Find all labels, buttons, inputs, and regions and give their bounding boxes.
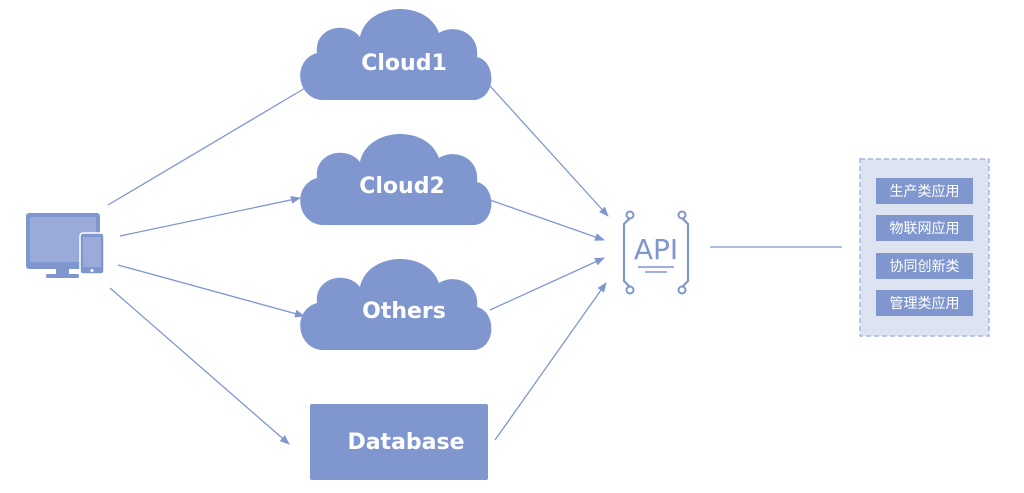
app-item-label: 管理类应用 <box>890 295 960 312</box>
arrow-client-to-cloud1 <box>107 83 313 206</box>
arrow-cloud2-to-api <box>489 199 605 241</box>
cloud1-label: Cloud1 <box>361 51 447 76</box>
app-item-label: 物联网应用 <box>890 220 960 237</box>
database-label: Database <box>347 430 464 455</box>
arrow-cloud1-to-api <box>489 85 609 217</box>
app-item-label: 协同创新类 <box>890 259 960 275</box>
api-gateway-icon: API <box>622 210 690 295</box>
app-item-label: 生产类应用 <box>890 183 960 200</box>
cloud2-node: Cloud2 <box>300 134 492 225</box>
arrow-client-to-database <box>109 287 290 445</box>
cloud2-label: Cloud2 <box>359 174 445 199</box>
applications-panel: 生产类应用 物联网应用 协同创新类 管理类应用 <box>859 158 990 337</box>
client-arrows <box>107 83 313 445</box>
api-arrows <box>489 85 609 441</box>
app-item-iot: 物联网应用 <box>876 215 973 241</box>
arrow-client-to-others <box>117 264 305 318</box>
others-label: Others <box>362 299 446 324</box>
cloud1-node: Cloud1 <box>300 9 492 101</box>
arrow-others-to-api <box>489 257 605 311</box>
api-label: API <box>634 233 678 266</box>
database-node: Database <box>310 404 488 480</box>
desktop-and-phone-icon <box>26 213 105 278</box>
app-item-collaborative-innovation: 协同创新类 <box>876 253 973 279</box>
app-item-management: 管理类应用 <box>876 290 973 316</box>
app-item-production: 生产类应用 <box>876 178 973 204</box>
arrow-client-to-cloud2 <box>119 195 301 237</box>
others-node: Others <box>300 259 492 350</box>
arrow-database-to-api <box>494 282 607 441</box>
